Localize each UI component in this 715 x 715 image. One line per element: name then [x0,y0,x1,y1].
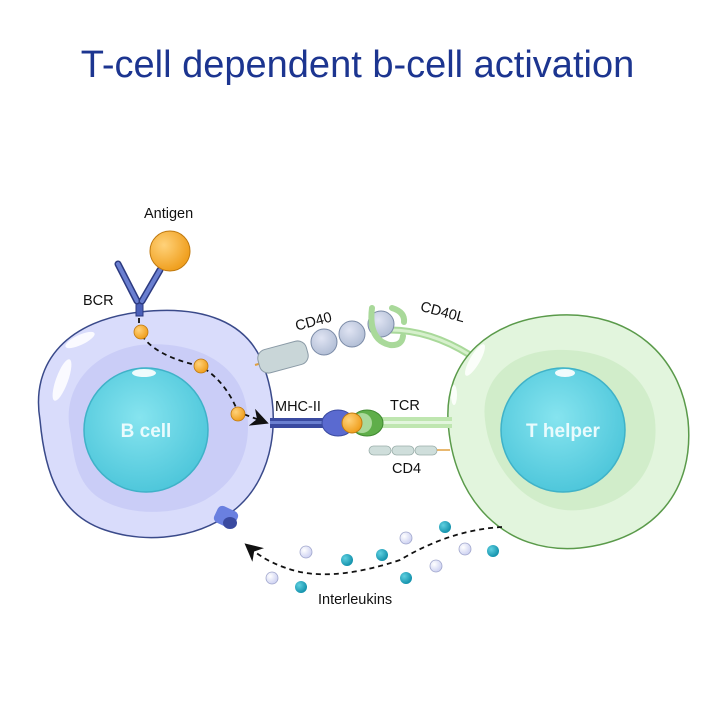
interleukin-molecule [376,549,388,561]
bcr-receptor [114,260,164,317]
antigen [149,230,191,272]
nucleus-highlight [555,369,575,377]
interleukin-molecule [487,545,499,557]
tcr-label: TCR [390,398,420,414]
mhc2-tcr-complex [270,409,452,437]
diagram-title: T-cell dependent b-cell activation [80,44,635,86]
t-cell-highlight [451,385,457,405]
cd40l-label: CD40L [419,299,467,326]
b-cell-highlight [65,331,95,349]
interleukins-label: Interleukins [318,592,392,608]
cd40-receptor [254,310,395,374]
interleukin-molecule [439,521,451,533]
cd4-coreceptor [368,445,450,456]
interleukin-molecule [399,531,413,545]
interleukin-molecule [341,554,353,566]
interleukin-secretion-path [244,526,503,576]
t-cell-label: T helper [526,421,601,442]
b-cell-highlight [52,359,72,401]
antigen-fragment [193,358,209,374]
b-cell-label: B cell [121,421,172,442]
cd40l-cup [389,305,408,325]
interleukin-molecule [429,559,443,573]
t-helper-cell: T helper [447,314,690,550]
cd40l-stalk-highlight [389,328,471,357]
antigen-label: Antigen [144,206,193,222]
nucleus-highlight [132,369,156,377]
interleukins [265,521,499,593]
antigen-fragment [133,324,149,340]
t-cell-nucleus [500,367,626,493]
b-cell: B cell [37,309,274,539]
t-cell-highlight [465,344,485,376]
b-cell-cytokine-receptor [213,505,239,529]
mhc2-label: MHC-II [275,399,321,415]
interleukin-molecule [400,572,412,584]
b-cell-nucleus [83,367,209,493]
bcr-label: BCR [83,293,114,309]
interleukin-molecule [458,542,472,556]
interleukin-molecule [295,581,307,593]
antigen-fragment [230,406,246,422]
cd4-label: CD4 [392,461,421,477]
interleukin-molecule [265,571,279,585]
cd40l-cup [368,305,406,349]
interleukin-molecule [299,545,313,559]
